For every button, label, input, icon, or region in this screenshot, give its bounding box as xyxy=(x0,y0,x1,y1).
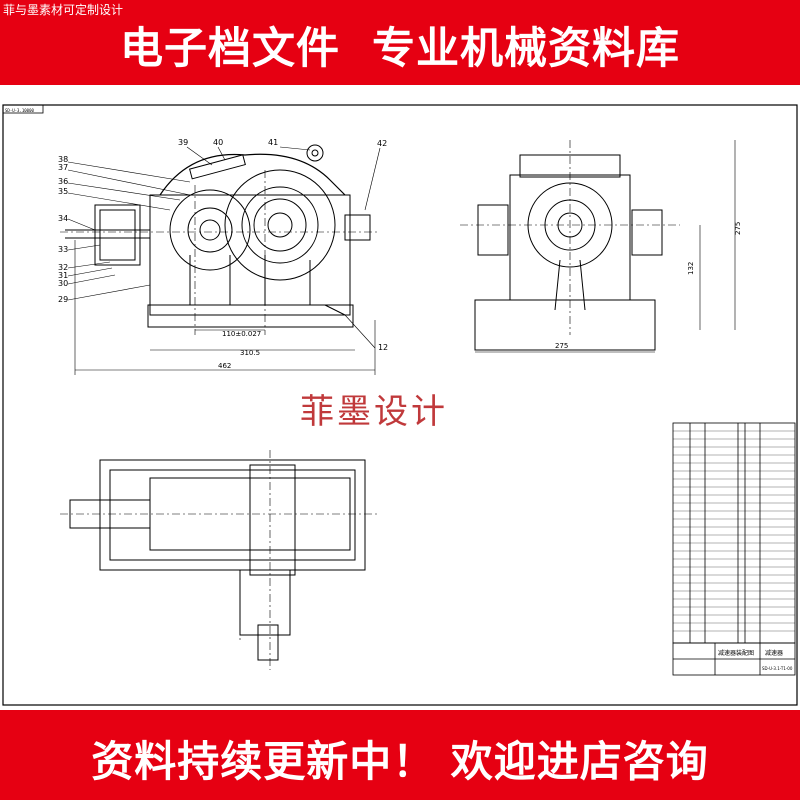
part-label: 40 xyxy=(213,138,223,147)
dimension-side-width: 275 xyxy=(555,342,568,350)
part-label: 30 xyxy=(58,279,68,288)
title-block-name: 减速器装配图 xyxy=(718,649,754,657)
dimension-shaft-height: 132 xyxy=(687,262,695,275)
part-label: 36 xyxy=(58,177,68,186)
dimension-side-height: 275 xyxy=(734,222,742,235)
part-label: 39 xyxy=(178,138,188,147)
part-label: 37 xyxy=(58,163,68,172)
title-block xyxy=(672,422,796,676)
dimension-base-width: 310.5 xyxy=(240,349,260,357)
front-view xyxy=(65,144,371,328)
bom-rows xyxy=(673,430,795,632)
center-watermark: 菲墨设计 xyxy=(300,392,448,432)
front-view-centerlines xyxy=(60,170,380,335)
front-dimensions xyxy=(74,240,376,375)
part-label: 1 xyxy=(378,343,383,352)
side-view xyxy=(474,154,663,351)
drawing-frame xyxy=(2,104,798,706)
part-label: 31 xyxy=(58,271,68,280)
part-label: 38 xyxy=(58,155,68,164)
watermark-text: 菲与墨素材可定制设计 xyxy=(3,3,124,17)
title-block-code: SD-U-3.1-T1-00 xyxy=(762,666,793,671)
part-label: 32 xyxy=(58,263,68,272)
part-label: 35 xyxy=(58,187,68,196)
top-view-centerlines xyxy=(60,450,380,670)
side-dimensions xyxy=(475,140,736,353)
top-view xyxy=(69,459,366,661)
part-label: 42 xyxy=(377,139,387,148)
dimension-overall-length: 462 xyxy=(218,362,231,370)
part-label: 2 xyxy=(383,343,388,352)
title-block-product: 减速器 xyxy=(765,649,783,657)
frame-code: SD-U-3.10000 xyxy=(5,108,34,113)
engineering-drawing: SD-U-3.10000 110±0.02 xyxy=(2,104,798,706)
part-label: 29 xyxy=(58,295,68,304)
part-label: 34 xyxy=(58,214,68,223)
part-label: 33 xyxy=(58,245,68,254)
bottom-banner-title: 资料持续更新中！ 欢迎进店咨询 xyxy=(91,737,709,786)
bottom-banner xyxy=(0,710,800,800)
top-banner-title: 电子档文件 专业机械资料库 xyxy=(120,24,680,74)
leader-lines xyxy=(67,146,381,349)
dimension-center-distance: 110±0.027 xyxy=(222,330,261,338)
top-banner: 菲与墨素材可定制设计 xyxy=(0,0,800,85)
part-number-labels: 39 40 41 42 38 37 36 35 34 33 32 31 30 2… xyxy=(58,138,388,352)
part-label: 41 xyxy=(268,138,278,147)
side-view-centerlines xyxy=(460,140,680,335)
